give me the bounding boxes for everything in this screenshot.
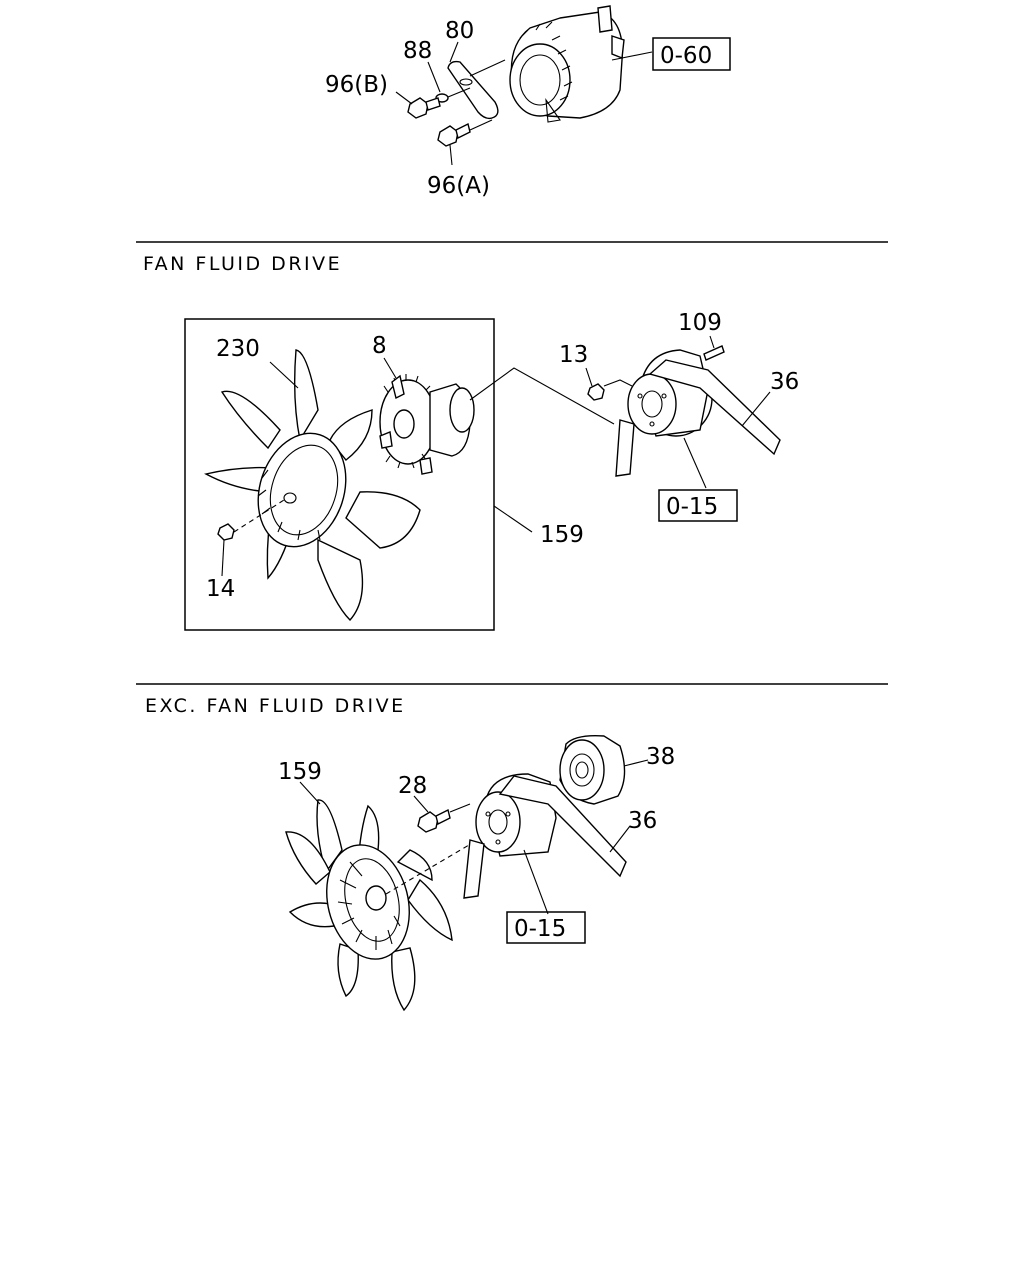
- callout-230: 230: [216, 336, 260, 362]
- fan-159-exc: [285, 799, 453, 1012]
- callout-38: 38: [646, 744, 675, 770]
- callout-36-fluid: 36: [770, 369, 799, 395]
- bracket-80: [447, 60, 499, 120]
- belt-36-exc: [498, 775, 627, 878]
- callout-8: 8: [372, 333, 387, 359]
- ref-0-60: 0-60: [660, 43, 712, 69]
- ref-box-0-60: [652, 37, 731, 71]
- fluid-coupling-8: [379, 374, 475, 475]
- fan-230: [204, 349, 421, 622]
- callout-96b: 96(B): [325, 72, 388, 98]
- stud-109: [703, 345, 725, 361]
- callout-36-exc: 36: [628, 808, 657, 834]
- bolt-96a: [437, 122, 471, 147]
- ref-0-15-exc: 0-15: [514, 916, 566, 942]
- callout-13: 13: [559, 342, 588, 368]
- alternator-group: [395, 5, 653, 166]
- nut-14: [217, 523, 235, 541]
- belt-36-fluid: [648, 359, 781, 456]
- bolt-96b: [407, 97, 441, 119]
- callout-88: 88: [403, 38, 432, 64]
- callout-28: 28: [398, 773, 427, 799]
- assembly-box-159: [184, 318, 495, 631]
- alternator: [509, 5, 625, 123]
- ref-box-0-15-exc: [506, 911, 586, 944]
- section-caption-exc-fan-fluid-drive: EXC. FAN FLUID DRIVE: [145, 695, 406, 717]
- section-caption-fan-fluid-drive: FAN FLUID DRIVE: [143, 253, 342, 275]
- ref-0-15-fluid: 0-15: [666, 494, 718, 520]
- ref-box-0-15-fluid: [658, 489, 738, 522]
- callout-109: 109: [678, 310, 722, 336]
- callout-96a: 96(A): [427, 173, 490, 199]
- idler-pulley-38: [559, 734, 626, 805]
- callout-159-fluid: 159: [540, 522, 584, 548]
- callout-14: 14: [206, 576, 235, 602]
- callout-159-exc: 159: [278, 759, 322, 785]
- nut-13: [587, 383, 605, 401]
- callout-80: 80: [445, 18, 474, 44]
- bolt-28: [417, 808, 451, 833]
